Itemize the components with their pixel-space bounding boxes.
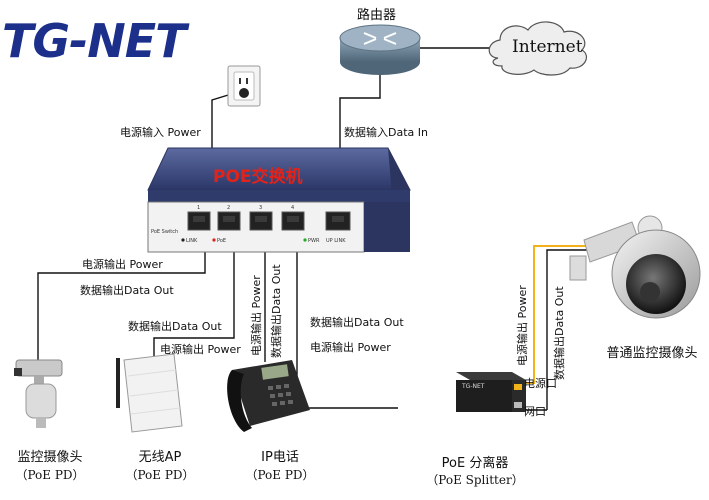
splitter-data-label: 数据输出Data Out	[310, 316, 404, 329]
led-link-label: LINK	[186, 238, 198, 244]
splitter-power-label: 电源输出 Power	[310, 341, 391, 354]
power-in-label: 电源输入 Power	[120, 126, 201, 139]
internet-label: Internet	[512, 37, 583, 57]
phone-power-label: 电源输出 Power	[250, 275, 263, 356]
cam1-data-label: 数据输出Data Out	[80, 284, 174, 297]
ptz-camera-icon	[14, 359, 63, 428]
led-pwr-label: PWR	[308, 238, 320, 244]
led-poe-label: PoE	[217, 238, 227, 244]
dome-camera-icon	[569, 215, 701, 319]
uplink-label: UP LINK	[326, 238, 346, 244]
ap-name: 无线AP	[138, 450, 182, 465]
cam2-power-cable	[526, 245, 588, 384]
poe-splitter-icon	[456, 372, 526, 412]
wireless-ap-icon	[116, 353, 183, 433]
cam2-data-cable	[546, 249, 588, 410]
router-icon	[339, 24, 421, 75]
switch-title: POE交换机	[213, 167, 303, 187]
ap-data-label: 数据输出Data Out	[128, 320, 222, 333]
switch-panel-text: PoE Switch	[151, 229, 179, 235]
ip-phone-icon	[227, 360, 310, 432]
internet-cloud-icon	[488, 21, 587, 76]
net-port-label: 网口	[524, 405, 546, 418]
phone-name: IP电话	[261, 450, 299, 465]
port-number: 4	[291, 205, 295, 211]
power-port-label: 电源口	[524, 377, 557, 390]
ap-cable	[153, 232, 235, 358]
ap-power-label: 电源输出 Power	[160, 343, 241, 356]
splitter-brand: TG-NET	[462, 383, 485, 390]
splitter-name: PoE 分离器	[441, 456, 509, 471]
data-in-label: 数据输入Data In	[344, 126, 428, 139]
router-label: 路由器	[357, 8, 397, 23]
camera-normal-name: 普通监控摄像头	[606, 346, 698, 361]
phone-data-label: 数据输出Data Out	[270, 264, 283, 358]
cam2-power-label: 电源输出 Power	[516, 285, 529, 366]
port-number: 1	[197, 205, 201, 211]
port-number: 2	[227, 205, 231, 211]
poe-switch-icon	[147, 147, 411, 253]
cam2-data-label: 数据输出Data Out	[553, 286, 566, 380]
ap-type: （PoE PD）	[125, 468, 195, 482]
port-number: 3	[259, 205, 263, 211]
wall-outlet-icon	[227, 65, 261, 107]
camera-poe-type: （PoE PD）	[15, 468, 85, 482]
cam1-power-label: 电源输出 Power	[82, 258, 163, 271]
camera-poe-name: 监控摄像头	[17, 450, 83, 465]
phone-type: （PoE PD）	[245, 468, 315, 482]
tg-net-logo: TG-NET	[2, 14, 187, 68]
splitter-type: （PoE Splitter）	[426, 473, 524, 487]
